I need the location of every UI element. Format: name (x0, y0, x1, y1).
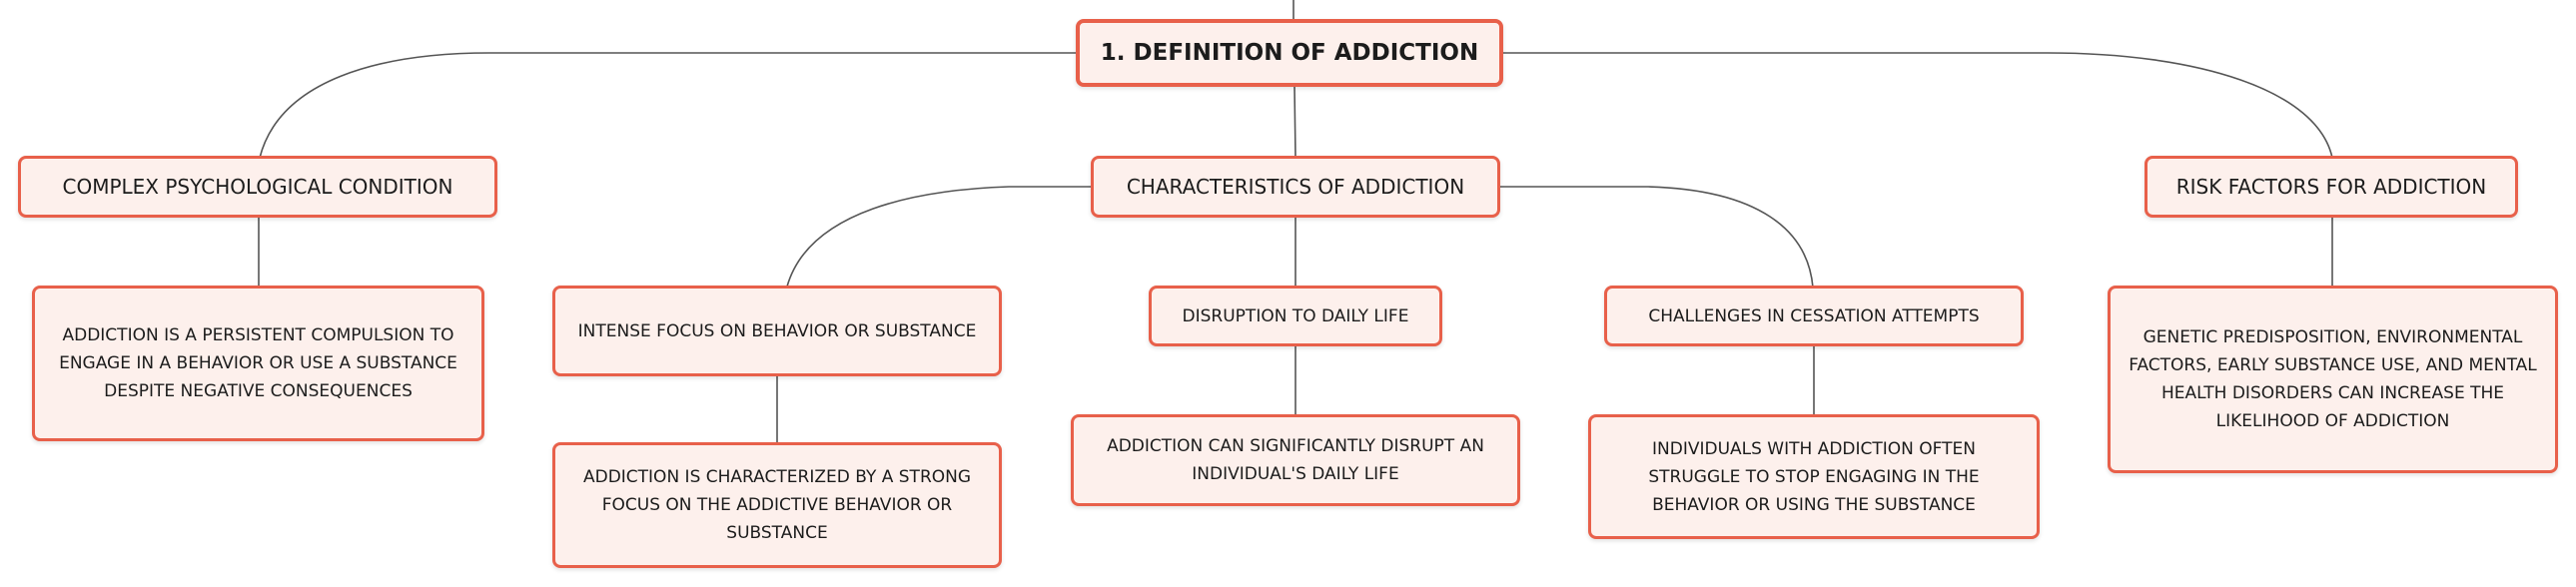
branch-complex-psychological-condition[interactable]: COMPLEX PSYCHOLOGICAL CONDITION (18, 156, 497, 218)
detail-risk-factors-for-addiction[interactable]: GENETIC PREDISPOSITION, ENVIRONMENTAL FA… (2108, 286, 2558, 473)
detail-text: ADDICTION IS CHARACTERIZED BY A STRONG F… (582, 467, 972, 543)
connector-root-complex (259, 52, 1077, 159)
detail-text: GENETIC PREDISPOSITION, ENVIRONMENTAL FA… (2129, 327, 2537, 431)
branch-characteristics-of-addiction[interactable]: CHARACTERISTICS OF ADDICTION (1091, 156, 1500, 218)
detail-text: ADDICTION CAN SIGNIFICANTLY DISRUPT AN I… (1107, 436, 1484, 484)
detail-complex-psychological-condition[interactable]: ADDICTION IS A PERSISTENT COMPULSION TO … (32, 286, 484, 441)
characteristic-label: CHALLENGES IN CESSATION ATTEMPTS (1648, 305, 1980, 326)
branch-label: COMPLEX PSYCHOLOGICAL CONDITION (62, 175, 453, 199)
branch-label: CHARACTERISTICS OF ADDICTION (1126, 175, 1465, 199)
characteristic-challenges-in-cessation[interactable]: CHALLENGES IN CESSATION ATTEMPTS (1604, 286, 2024, 346)
detail-text: INDIVIDUALS WITH ADDICTION OFTEN STRUGGL… (1648, 438, 1980, 515)
branch-risk-factors-for-addiction[interactable]: RISK FACTORS FOR ADDICTION (2145, 156, 2518, 218)
characteristic-label: INTENSE FOCUS ON BEHAVIOR OR SUBSTANCE (577, 320, 977, 341)
connector-characteristics-cessation (1498, 186, 1814, 289)
characteristic-label: DISRUPTION TO DAILY LIFE (1182, 305, 1409, 326)
branch-label: RISK FACTORS FOR ADDICTION (2175, 175, 2487, 199)
detail-challenges-in-cessation[interactable]: INDIVIDUALS WITH ADDICTION OFTEN STRUGGL… (1588, 414, 2040, 539)
root-node-label: 1. DEFINITION OF ADDICTION (1100, 40, 1479, 66)
connector-root-risk (1503, 52, 2333, 159)
root-node[interactable]: 1. DEFINITION OF ADDICTION (1076, 19, 1503, 87)
detail-disruption-to-daily-life[interactable]: ADDICTION CAN SIGNIFICANTLY DISRUPT AN I… (1071, 414, 1520, 506)
detail-text: ADDICTION IS A PERSISTENT COMPULSION TO … (59, 325, 457, 401)
detail-intense-focus[interactable]: ADDICTION IS CHARACTERIZED BY A STRONG F… (552, 442, 1002, 568)
connector-characteristics-intense (786, 186, 1092, 288)
characteristic-disruption-to-daily-life[interactable]: DISRUPTION TO DAILY LIFE (1149, 286, 1442, 346)
characteristic-intense-focus[interactable]: INTENSE FOCUS ON BEHAVIOR OR SUBSTANCE (552, 286, 1002, 376)
connector-root-characteristics (1293, 85, 1296, 159)
